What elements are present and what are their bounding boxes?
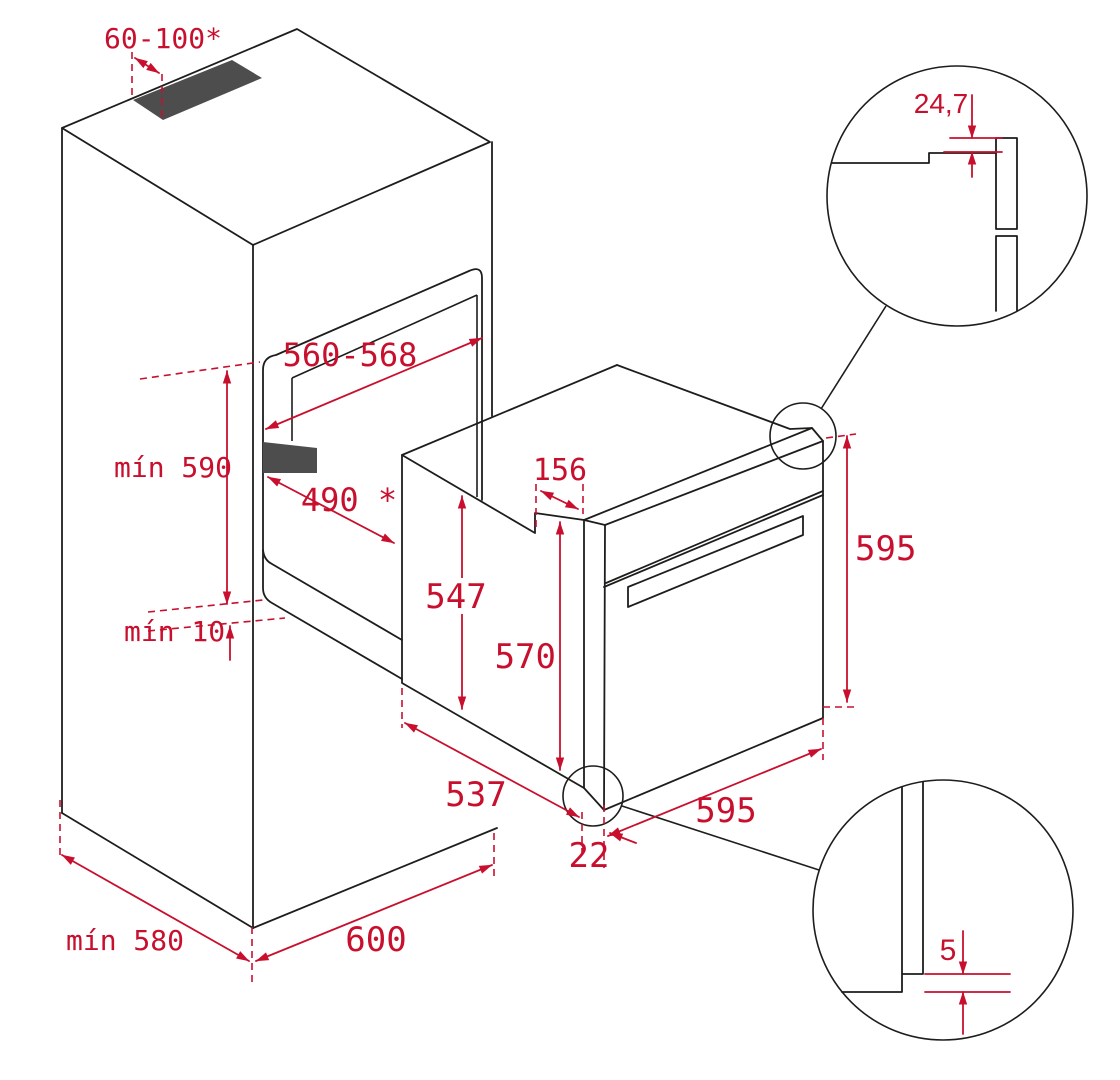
dim-cabinet-width-arrow: [255, 864, 493, 962]
dim-body-depth-label: 537: [445, 775, 506, 815]
dim-niche-depth-arrow: [267, 476, 395, 544]
dim-niche-width-arrow: [265, 337, 483, 430]
detail-top-ticks: [943, 137, 1003, 153]
dim-top-recess: 156: [533, 453, 587, 531]
dim-front-height: 595: [823, 433, 916, 708]
dim-body-depth: 537: [401, 688, 580, 818]
dim-vent-width: 60-100*: [104, 22, 222, 120]
oven-front-panel-top-back-edge: [583, 427, 813, 521]
oven-body-left-face-edges: [401, 454, 585, 789]
dim-recess-extension-lines: [535, 484, 584, 531]
dim-front-height-label: 595: [855, 529, 916, 569]
dim-panel-thickness: 22: [569, 805, 637, 876]
detail-references: [562, 305, 887, 871]
dim-vent-extension-lines: [131, 52, 163, 120]
cabinet-top-face: [61, 28, 491, 246]
dim-body-height-label-bg: [424, 578, 494, 614]
detail-top-door-upper: [995, 137, 1018, 230]
dim-front-width: 595: [607, 718, 824, 837]
control-panel-lines: [603, 490, 824, 588]
detail-marker-bottom: [562, 765, 624, 827]
oven-top-right-edge: [616, 364, 824, 442]
dim-inner-front-height: 570: [495, 521, 565, 771]
detail-circle-top: 24,7: [826, 65, 1088, 327]
niche-floor-front-edge: [262, 549, 403, 641]
dim-niche-height-label: mín 590: [114, 451, 232, 484]
leader-line-top: [820, 305, 887, 410]
dim-top-step-label: 24,7: [914, 88, 969, 119]
dim-body-height-label: 547: [425, 577, 486, 617]
detail-bottom-profile: [841, 781, 924, 993]
dim-front-height-extension-lines: [823, 433, 857, 708]
dim-niche-height: mín 590: [114, 361, 264, 613]
dim-cabinet-depth: mín 580: [59, 800, 253, 982]
detail-bottom-circle: [812, 779, 1074, 1041]
dim-niche-width: 560-568: [265, 336, 483, 430]
dim-clearance-extension-line: [147, 617, 286, 632]
oven-front-panel-left-edge: [603, 524, 606, 811]
niche-lower-frame-edge: [262, 557, 403, 680]
niche-opening: [262, 268, 483, 680]
vent-cutout: [133, 60, 262, 120]
dim-bottom-clearance: mín 10: [124, 615, 286, 661]
dim-body-depth-arrow: [404, 722, 580, 818]
shelf-edge: [263, 442, 317, 473]
dim-cabinet-depth-extension-lines: [59, 800, 253, 982]
dim-thickness-arrow: [609, 832, 637, 844]
dim-vent-arrow: [134, 57, 160, 74]
detail-circle-bottom: 5: [812, 779, 1074, 1041]
detail-top-body-profile: [831, 152, 997, 164]
dim-body-height: 547: [424, 495, 494, 710]
detail-marker-top: [769, 402, 837, 470]
dim-vent-label: 60-100*: [104, 22, 222, 55]
dim-cabinet-width-label: 600: [345, 920, 406, 960]
dim-front-width-label: 595: [695, 791, 756, 831]
door-handle: [627, 515, 804, 608]
dim-thickness-extension-lines: [581, 805, 605, 868]
detail-bottom-ticks: [924, 973, 1011, 993]
dim-recess-arrow: [540, 490, 579, 510]
dim-niche-floor-depth: 490 *: [267, 476, 397, 544]
dim-inner-height-label: 570: [495, 637, 556, 677]
dim-cabinet-depth-label: mín 580: [66, 924, 184, 957]
dim-front-width-arrow: [607, 748, 822, 837]
dim-niche-height-extension-lines: [139, 361, 264, 613]
detail-top-door-lower: [995, 235, 1018, 312]
dim-niche-depth-label: 490 *: [301, 481, 397, 519]
dim-thickness-label: 22: [569, 836, 610, 876]
dim-door-gap-label: 5: [940, 934, 957, 967]
dim-recess-label: 156: [533, 453, 587, 488]
dim-clearance-label: mín 10: [124, 615, 225, 648]
detail-top-circle: [826, 65, 1088, 327]
niche-outer-edge: [262, 268, 483, 559]
dim-cabinet-width: 600: [255, 833, 495, 962]
dim-niche-width-label: 560-568: [283, 336, 418, 374]
dim-cabinet-depth-arrow: [61, 854, 250, 962]
